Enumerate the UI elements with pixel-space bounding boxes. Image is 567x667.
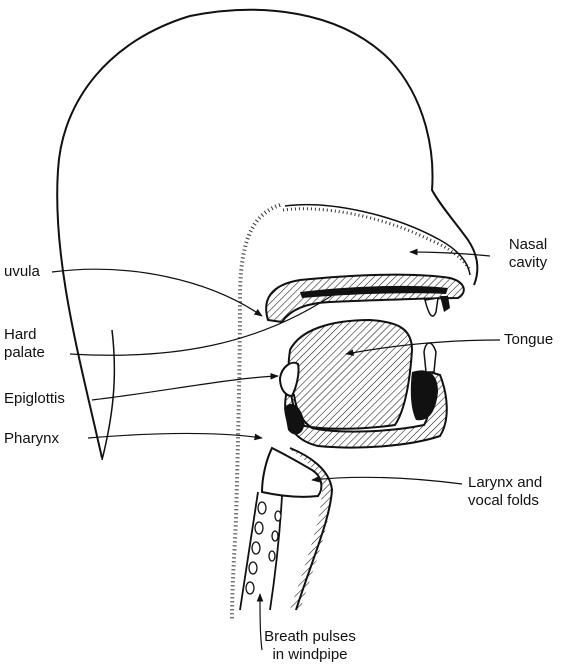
label-larynx-line1: Larynx and	[468, 474, 542, 492]
nasal-cavity-leader	[410, 252, 490, 256]
epiglottis-leader	[92, 376, 278, 400]
nasal-cavity-outline	[285, 205, 470, 275]
label-hard-palate-line1: Hard	[4, 326, 37, 344]
upper-teeth	[425, 298, 438, 316]
larynx-leader	[312, 477, 462, 484]
pharynx-leader	[88, 434, 262, 439]
tongue-shape	[288, 320, 412, 429]
label-uvula: uvula	[4, 263, 40, 281]
larynx-shape	[262, 448, 321, 497]
label-tongue: Tongue	[504, 331, 553, 349]
label-nasal-cavity-line2: cavity	[495, 254, 561, 272]
label-breath-line1: Breath pulses	[248, 628, 372, 646]
lower-teeth	[424, 343, 436, 372]
label-breath-line2: in windpipe	[248, 646, 372, 664]
label-epiglottis: Epiglottis	[4, 390, 65, 408]
label-larynx-line2: vocal folds	[468, 492, 539, 510]
label-nasal-cavity-line1: Nasal	[495, 236, 561, 254]
label-hard-palate-line2: palate	[4, 344, 45, 362]
windpipe-rings	[246, 502, 281, 594]
label-pharynx: Pharynx	[4, 430, 59, 448]
uvula-leader	[52, 269, 262, 316]
